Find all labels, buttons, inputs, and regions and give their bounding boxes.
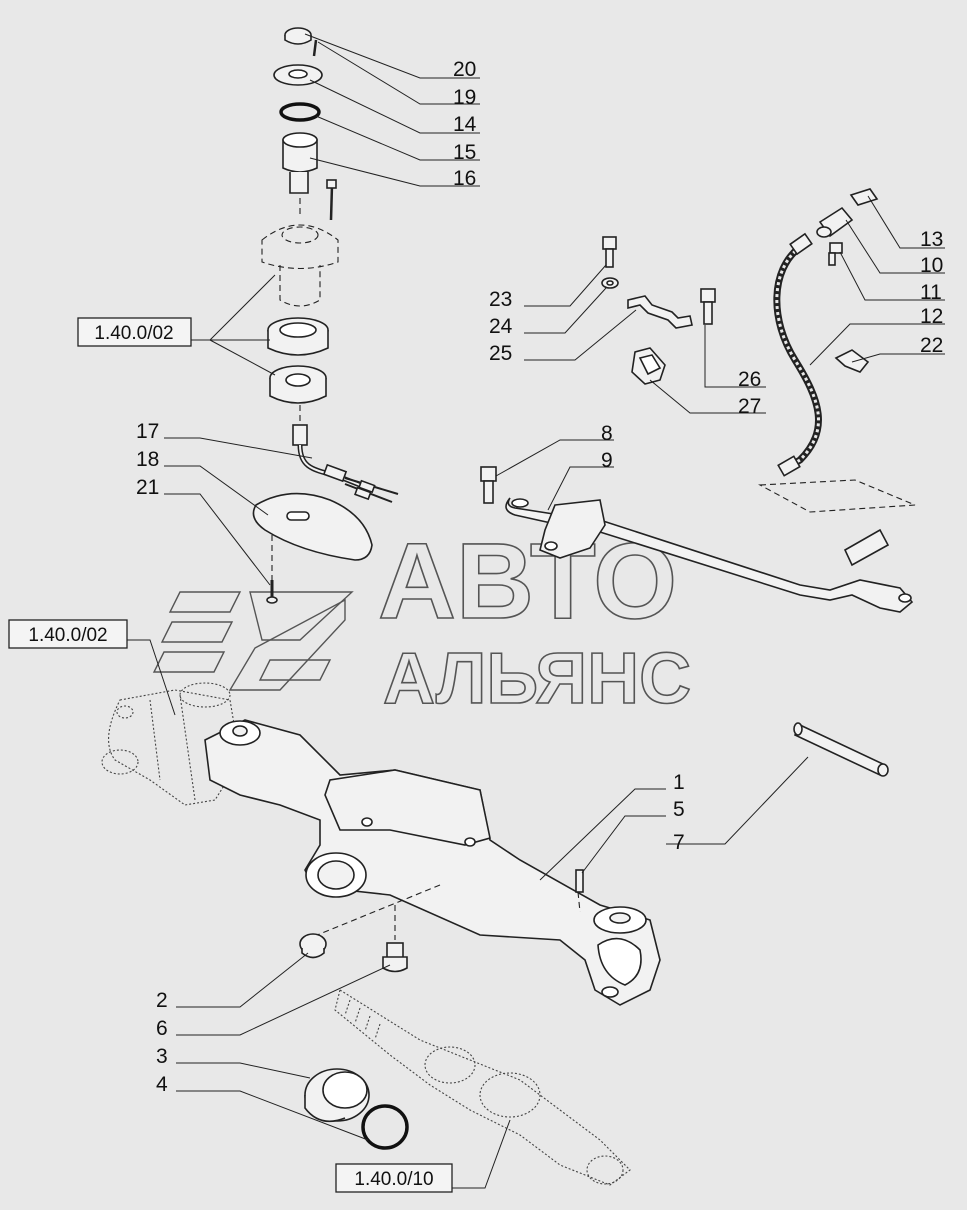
callout-6: 6 [156,1017,168,1040]
callout-leaders [164,33,945,1141]
bearing-upper [267,317,329,356]
callout-4: 4 [156,1073,168,1096]
part-22-clip [834,349,870,373]
housing-outline [261,224,339,307]
part-3-seal [304,1068,370,1123]
part-13-plug [849,188,879,206]
part-19-screw [312,39,318,57]
callout-7: 7 [673,831,685,854]
ref-left-label: 1.40.0/02 [28,625,107,646]
sensor-stack [252,27,399,604]
part-10-fitting [816,206,854,238]
callout-13: 13 [920,228,943,251]
callout-16: 16 [453,167,476,190]
part-18-plate [252,492,373,561]
callout-1: 1 [673,771,685,794]
part-1-axle-housing [204,719,661,1006]
part-9-tie-rod [505,497,914,613]
ref-box-bottom[interactable]: 1.40.0/10 [335,1163,453,1193]
part-2-plug [299,933,327,959]
callout-10: 10 [920,254,943,277]
callout-22: 22 [920,334,943,357]
part-8-bolt [480,466,497,504]
part-27-clip [631,347,666,385]
part-25-clamp [627,295,693,329]
fastener-group [601,236,716,385]
part-23-bolt [602,236,617,268]
callout-8: 8 [601,422,613,445]
part-21-screw [266,580,278,604]
part-17-sensor [292,424,399,503]
callout-5: 5 [673,798,685,821]
callout-21: 21 [136,476,159,499]
callout-26: 26 [738,368,761,391]
part-11-banjo-bolt [828,242,843,266]
part-4-oring [361,1104,409,1150]
part-26-bolt [700,288,716,325]
callout-27: 27 [738,395,761,418]
callout-labels: 20 19 14 15 16 13 10 11 12 22 23 24 25 2… [136,58,943,1096]
callout-24: 24 [489,315,513,338]
reference-leaders [127,274,511,1189]
callout-23: 23 [489,288,512,311]
part-15-oring [279,102,321,122]
callout-14: 14 [453,113,477,136]
ref-bottom-label: 1.40.0/10 [354,1169,433,1190]
callout-2: 2 [156,989,168,1012]
part-7-pin [793,722,889,777]
part-16-body [282,132,318,194]
watermark-logo [152,591,354,691]
callout-3: 3 [156,1045,168,1068]
part-6-plug [382,942,408,973]
part-12-hose [773,232,822,477]
part-24-washer [601,277,619,289]
drive-shaft [334,989,631,1186]
part-5-stud [575,869,584,913]
callout-19: 19 [453,86,476,109]
watermark: АВТО АЛЬЯНС [152,519,692,720]
callout-20: 20 [453,58,476,81]
callout-11: 11 [920,281,942,304]
ref-box-top[interactable]: 1.40.0/02 [77,317,192,347]
hose-route-outline [758,479,916,513]
callout-9: 9 [601,449,613,472]
callout-17: 17 [136,420,159,443]
centerline-drain [299,884,441,943]
callout-25: 25 [489,342,512,365]
ref-top-label: 1.40.0/02 [94,323,173,344]
watermark-line2: АЛЬЯНС [383,639,691,719]
callout-12: 12 [920,305,943,328]
ref-box-left[interactable]: 1.40.0/02 [8,619,128,649]
bearing-lower [269,365,327,404]
callout-15: 15 [453,141,476,164]
hose-assembly [758,188,916,513]
callout-18: 18 [136,448,159,471]
